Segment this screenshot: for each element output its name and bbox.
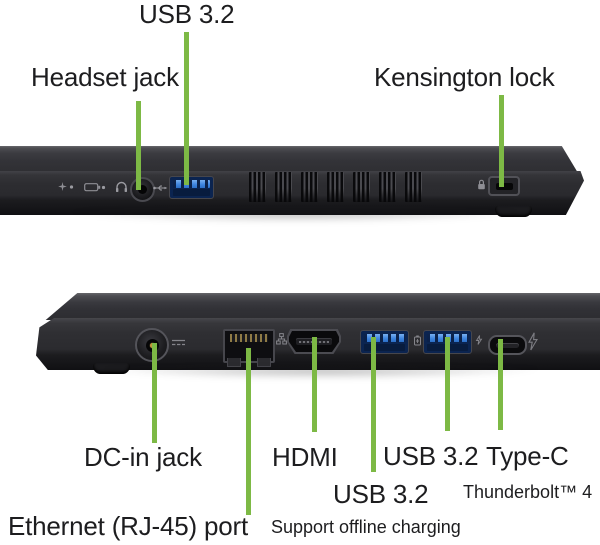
battery-indicator-icon [84,183,106,192]
network-icon [276,333,287,345]
vent-grille [249,172,266,202]
usb-charge-icon [413,335,422,346]
label-type-c: Type-C [486,441,569,471]
label-headset-jack: Headset jack [31,62,179,92]
vent-grille [275,172,292,202]
callout-line-usb-top [184,32,189,185]
laptop-base-edge [0,171,584,215]
usb-tongue [173,180,210,188]
callout-line-type-c [498,339,503,430]
drop-shadow [36,368,600,384]
drop-shadow [2,211,588,227]
power-indicator-icon [58,182,74,192]
laptop-lid-edge [0,146,578,173]
headphone-icon [115,181,128,193]
vent-grille [405,172,422,202]
lock-icon [477,179,486,190]
rubber-foot [495,206,532,217]
usb-cavity [364,344,405,351]
headset-jack-hole [138,185,147,194]
headset-jack-port [130,177,155,202]
label-usb-front: USB 3.2 [383,441,479,471]
usb-a-port [169,176,214,199]
callout-line-kensington [499,95,504,187]
vent-grille [301,172,318,202]
ethernet-tab [257,358,271,367]
vent-grille [353,172,370,202]
usb-a-port [360,330,409,354]
label-kensington-lock: Kensington lock [374,62,555,92]
usb-icon [153,184,168,192]
label-ethernet: Ethernet (RJ-45) port [8,511,249,541]
kensington-lock-slot [488,176,520,196]
usb-power-icon [475,335,483,345]
laptop-right-side-view [0,145,588,229]
thunderbolt-icon [527,332,539,351]
callout-line-headset [136,101,141,190]
ethernet-tab [227,358,241,367]
label-usb-mid: USB 3.2 [333,479,429,509]
vent-grille [327,172,344,202]
laptop-lid-edge [45,293,600,320]
callout-line-dc-in [152,343,157,443]
laptop-left-side-view [36,292,600,384]
label-thunderbolt: Thunderbolt™ 4 [463,482,593,502]
callout-line-usb-front [445,337,450,431]
usb-cavity [173,189,210,196]
label-usb-top: USB 3.2 [139,0,235,29]
label-hdmi: HDMI [272,442,338,472]
callout-line-usb-mid [371,337,376,472]
usb-c-slot [496,342,519,348]
ethernet-pins [230,334,268,342]
cooling-vents [249,172,431,202]
usb-c-port [488,335,527,355]
label-support-offline-charging: Support offline charging [271,517,461,537]
callout-line-hdmi [312,337,317,432]
vent-grille [379,172,396,202]
rubber-foot [93,363,130,374]
callout-line-ethernet [246,348,251,515]
kensington-slot-hole [495,182,513,190]
dc-in-icon [171,339,186,347]
label-dc-in-jack: DC-in jack [84,442,202,472]
usb-tongue [364,334,405,342]
